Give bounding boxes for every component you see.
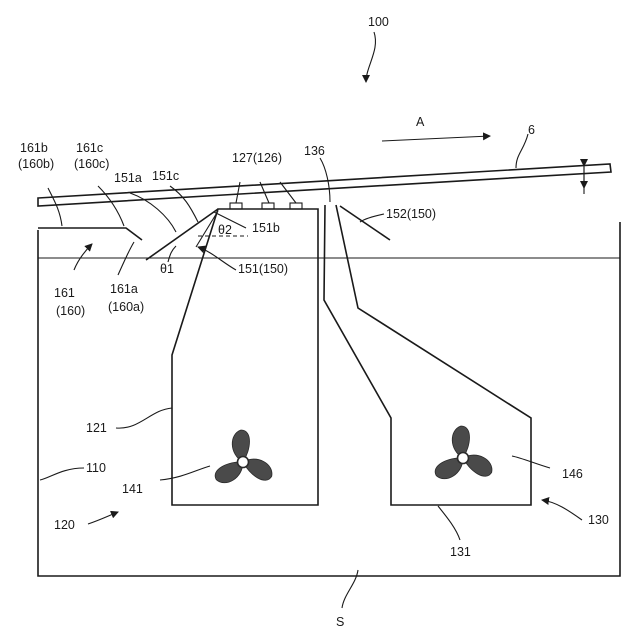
outer-tank <box>38 222 620 576</box>
direction-arrow-a <box>382 136 490 141</box>
label-plate-151: 151(150) <box>238 262 288 276</box>
leader-6 <box>516 134 528 168</box>
label-member-160: (160) <box>56 304 85 318</box>
label-angle-theta1: θ1 <box>160 262 174 276</box>
label-member-161a: 161a <box>110 282 138 296</box>
label-angle-theta2: θ2 <box>218 223 232 237</box>
label-propeller-146: 146 <box>562 467 583 481</box>
label-substrate: 6 <box>528 123 535 137</box>
label-member-151b: 151b <box>252 221 280 235</box>
leader-100 <box>366 32 375 82</box>
label-tank-121: 121 <box>86 421 107 435</box>
label-member-160c: (160c) <box>74 157 109 171</box>
label-member-161b: 161b <box>20 141 48 155</box>
leader-theta1 <box>168 246 176 262</box>
leader-130 <box>542 500 582 520</box>
label-member-160b: (160b) <box>18 157 54 171</box>
label-gap: 136 <box>304 144 325 158</box>
nozzle-3 <box>290 203 302 209</box>
leader-141 <box>160 466 210 480</box>
label-arrow-direction: A <box>416 115 425 129</box>
leader-152 <box>360 214 384 222</box>
leader-120 <box>88 512 118 524</box>
ledge-member-161 <box>38 228 142 240</box>
label-member-161c: 161c <box>76 141 103 155</box>
leader-121 <box>116 408 172 428</box>
leader-161 <box>74 244 92 270</box>
propeller-icon <box>212 430 276 487</box>
nozzle-1 <box>230 203 242 209</box>
label-member-160a: (160a) <box>108 300 144 314</box>
leader-161c <box>98 186 124 226</box>
label-propeller-141: 141 <box>122 482 143 496</box>
propeller-icon <box>432 426 496 483</box>
label-member-151c: 151c <box>152 169 179 183</box>
label-surface-s: S <box>336 615 344 629</box>
tank-131 <box>324 205 531 505</box>
label-plate-152: 152(150) <box>386 207 436 221</box>
leader-110 <box>40 468 84 480</box>
label-region-120: 120 <box>54 518 75 532</box>
label-tank-131: 131 <box>450 545 471 559</box>
plate-152 <box>340 206 390 240</box>
leader-161b <box>48 188 62 226</box>
label-member-151a: 151a <box>114 171 142 185</box>
label-nozzle-group: 127(126) <box>232 151 282 165</box>
label-member-161: 161 <box>54 286 75 300</box>
leader-131 <box>438 506 460 540</box>
label-region-130: 130 <box>588 513 609 527</box>
nozzle-2 <box>262 203 274 209</box>
label-tank-110: 110 <box>86 461 106 475</box>
label-assembly: 100 <box>368 15 389 29</box>
plate-151 <box>146 209 218 260</box>
leader-151c <box>170 186 198 222</box>
